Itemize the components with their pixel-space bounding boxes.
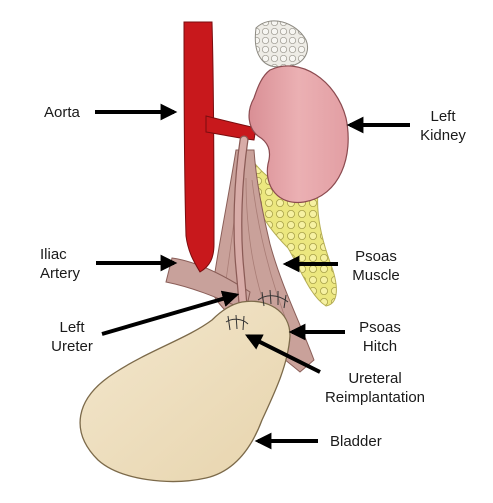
psoas-hitch-label: Psoas Hitch <box>343 318 417 356</box>
ureteral-reimplantation-label: Ureteral Reimplantation <box>316 369 434 407</box>
bladder-label: Bladder <box>330 433 382 450</box>
bladder-organ <box>79 300 291 483</box>
left-kidney-line-1: Left <box>430 108 456 125</box>
ureter-arrow <box>101 290 240 336</box>
iliac-artery-label: Iliac Artery <box>40 245 80 283</box>
left-kidney-label: Left Kidney <box>408 107 478 145</box>
adrenal-gland <box>254 20 308 68</box>
left-ureter-line-2: Ureter <box>51 338 93 355</box>
reimplant-sutures <box>225 314 249 331</box>
left-ureter-line-1: Left <box>59 319 85 336</box>
ureteral-reimplantation-line-2: Reimplantation <box>324 389 426 406</box>
hitch-sutures <box>257 289 289 309</box>
left-ureter-label: Left Ureter <box>44 318 100 356</box>
renal-artery <box>205 115 257 141</box>
psoas-muscle-line-1: Psoas <box>355 248 397 265</box>
arrows <box>95 103 410 450</box>
iliac-artery-line-1: Iliac <box>40 246 67 263</box>
psoas-muscle-label: Psoas Muscle <box>336 247 416 285</box>
aorta-label: Aorta <box>44 104 80 121</box>
aorta-vessel <box>183 21 215 273</box>
psoas-hitch-line-1: Psoas <box>359 319 401 336</box>
reimplant-arrow <box>244 334 321 374</box>
left-kidney-line-2: Kidney <box>420 127 466 144</box>
psoas-hitch-line-2: Hitch <box>362 338 398 355</box>
psoas-muscle-line-2: Muscle <box>352 267 400 284</box>
left-kidney-organ <box>248 65 349 204</box>
iliac-artery-line-2: Artery <box>40 265 81 282</box>
ureteral-reimplantation-line-1: Ureteral <box>348 370 402 387</box>
